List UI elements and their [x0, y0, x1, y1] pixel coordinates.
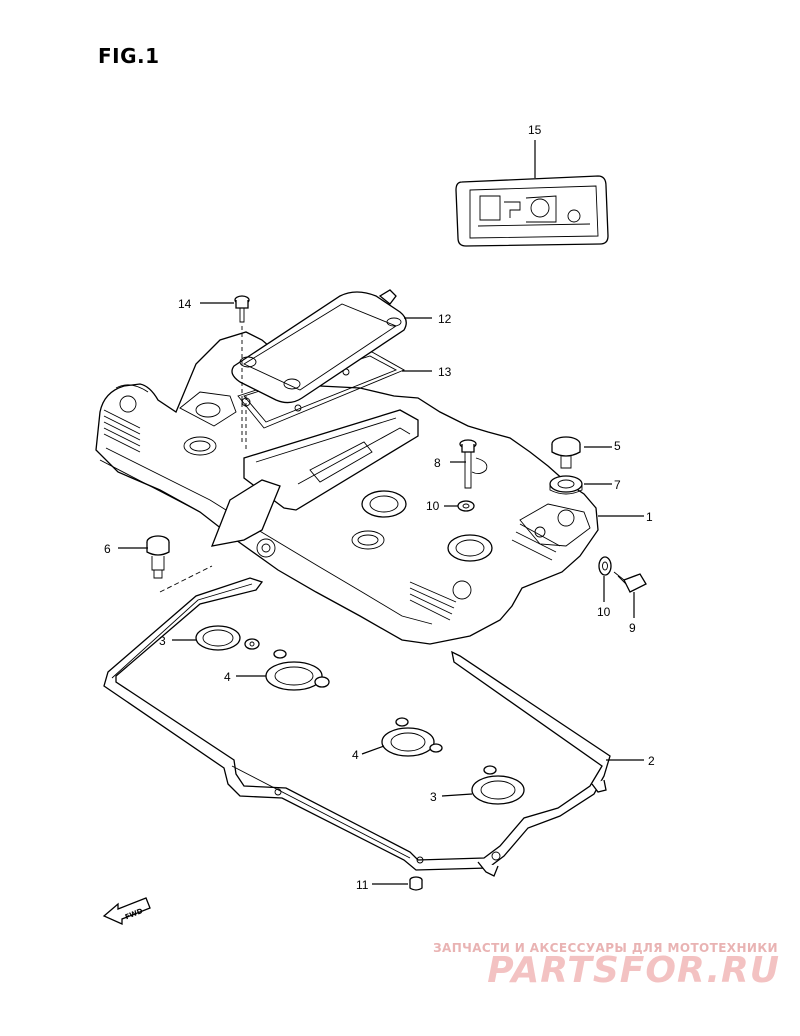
callout-3-lower: 3 [430, 790, 437, 804]
callout-9: 9 [629, 621, 636, 635]
callout-13: 13 [438, 365, 452, 379]
part-12-breather-cover [231, 289, 407, 404]
part-7-grommet [549, 475, 583, 495]
callout-7: 7 [614, 478, 621, 492]
part-14-bolt [234, 295, 250, 452]
callout-10-upper: 10 [426, 499, 440, 513]
part-4-seal-upper [265, 649, 330, 691]
callout-4-lower: 4 [352, 748, 359, 762]
callout-4-upper: 4 [224, 670, 231, 684]
part-10-washer-lower [598, 556, 612, 576]
callout-11: 11 [356, 878, 369, 892]
part-1-cylinder-head-cover [95, 331, 599, 645]
part-4-seal-lower [381, 717, 443, 757]
callout-numbers: 15 14 12 13 5 8 7 10 1 6 10 9 3 4 2 4 3 … [104, 123, 655, 892]
callout-8: 8 [434, 456, 441, 470]
leader-lines [118, 140, 644, 885]
part-11-dowel [409, 876, 423, 891]
part-3-seal-upper [195, 625, 260, 651]
callout-1: 1 [646, 510, 653, 524]
part-2-gasket [103, 577, 611, 877]
fwd-arrow-icon: FWD [102, 897, 151, 926]
callout-3-upper: 3 [159, 634, 166, 648]
part-5-cap-bolt [551, 436, 581, 469]
watermark-logo: PARTSFOR.RU [487, 950, 780, 991]
callout-10-lower: 10 [597, 605, 611, 619]
callout-14: 14 [178, 297, 192, 311]
part-6-stud [146, 535, 213, 593]
figure-title: FIG.1 [98, 44, 160, 68]
callout-15: 15 [528, 123, 542, 137]
callout-12: 12 [438, 312, 452, 326]
part-10-washer-upper [457, 500, 475, 512]
part-15-decal [455, 175, 609, 247]
callout-5: 5 [614, 439, 621, 453]
callout-6: 6 [104, 542, 111, 556]
part-8-bolt [459, 439, 488, 489]
callout-2: 2 [648, 754, 655, 768]
watermark-tagline: ЗАПЧАСТИ И АКСЕССУАРЫ ДЛЯ МОТОТЕХНИКИ [433, 941, 778, 955]
part-9-bolt [613, 571, 647, 593]
part-3-seal-lower [471, 765, 525, 805]
